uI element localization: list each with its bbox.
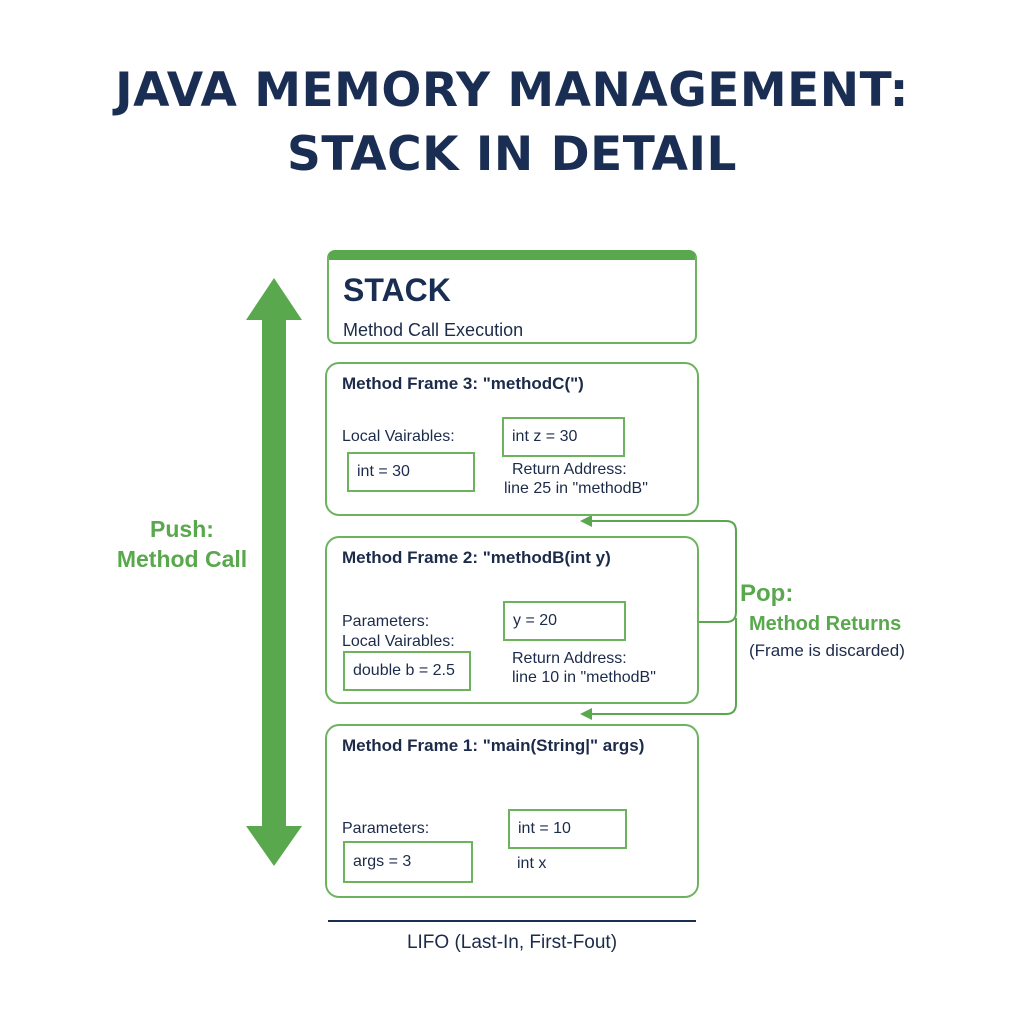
stack-subtitle: Method Call Execution [343,320,524,340]
page-title-line-2: STACK IN DETAIL [287,127,737,182]
frame-2-params-label: Parameters: [342,613,430,630]
push-label-line-2: Method Call [116,546,248,572]
push-label-line-1: Push: [150,516,214,542]
pop-return-arrow-icon [590,520,737,715]
lifo-caption: LIFO (Last-In, First-Fout) [406,932,618,953]
frame-3-title: Method Frame 3: "methodC(") [342,374,584,393]
frame-2-return-value: line 10 in "methodB" [512,669,656,686]
frame-2-param-value: y = 20 [503,601,626,641]
frame-3-var-value: int z = 30 [502,417,625,457]
frame-2-title: Method Frame 2: "methodB(int y) [342,548,611,567]
method-frame-3: Method Frame 3: "methodC(") Local Vairab… [325,362,699,516]
frame-3-return-label: Return Address: [512,461,627,478]
pop-sublabel: Method Returns [749,613,902,635]
method-frame-1: Method Frame 1: "main(String|" args) Par… [325,724,699,898]
pop-label: Pop: [740,580,794,607]
stack-header-box: STACK Method Call Execution [327,250,697,344]
page-title-line-1: JAVA MEMORY MANAGEMENT: [115,63,909,118]
frame-3-return-value: line 25 in "methodB" [504,480,648,497]
frame-3-local-label: Local Vairables: [342,428,455,445]
frame-1-var-name: int x [517,855,547,872]
frame-2-local-value: double b = 2.5 [343,651,471,691]
frame-2-return-label: Return Address: [512,650,627,667]
method-frame-2: Method Frame 2: "methodB(int y) Paramete… [325,536,699,704]
frame-1-var-value: int = 10 [508,809,627,849]
stack-title: STACK [343,272,451,308]
push-label: Push: Method Call [92,514,272,574]
pop-note: (Frame is discarded) [749,641,905,660]
frame-2-local-label: Local Vairables: [342,633,455,650]
frame-1-title: Method Frame 1: "main(String|" args) [342,736,645,755]
frame-3-local-value: int = 30 [347,452,475,492]
bottom-divider [328,920,696,922]
frame-1-params-label: Parameters: [342,820,430,837]
frame-1-param-value: args = 3 [343,841,473,883]
push-double-arrow-icon [246,278,302,866]
